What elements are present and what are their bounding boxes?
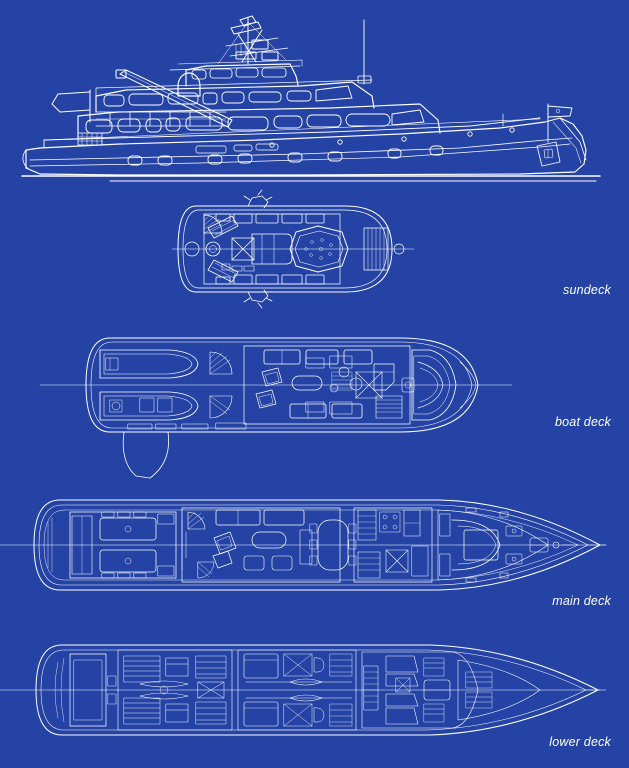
crew-area: [361, 651, 479, 729]
tender-starboard: [99, 391, 199, 421]
sun-loungers: [207, 215, 239, 283]
salon-windows: [85, 109, 425, 134]
radar-antenna-upper: [239, 15, 257, 27]
main-salon: [181, 507, 357, 583]
sundeck-lockers: [221, 263, 255, 272]
boat-deck-lounge: [243, 345, 411, 425]
hull-profile: [25, 117, 587, 176]
aft-deck-railing: [95, 111, 227, 127]
lazarette: [54, 653, 117, 727]
engine-room: [117, 649, 233, 731]
sundeck-table: [231, 237, 255, 261]
boat-deck-outline-inner: [90, 341, 473, 429]
boat-deck-aft-arc: [122, 431, 137, 477]
view-main-deck: [0, 499, 607, 591]
davit-starboard: [209, 395, 233, 419]
hull-portholes: [127, 127, 515, 166]
aft-cockpit: [47, 511, 177, 579]
lower-deck-outline-inner: [40, 649, 587, 731]
main-deck-house: [77, 103, 441, 139]
bow-stem-inner: [552, 121, 582, 164]
bow-flagstaff: [547, 103, 573, 143]
view-boat-deck: [39, 337, 513, 479]
view-sundeck: [171, 189, 415, 309]
sundeck-aft-stairs: [363, 227, 389, 271]
boat-deck-bow-fair: [459, 361, 477, 409]
boat-deck-aft-fittings: [127, 422, 247, 430]
ensign-flag-aft: [51, 89, 91, 123]
boat-deck-outline: [85, 337, 479, 433]
wheelhouse-windows: [103, 85, 353, 107]
lower-deck-outline: [35, 644, 599, 736]
sundeck-roof-edge: [169, 65, 301, 71]
sundeck-aft-marker: [184, 241, 200, 257]
sundeck-fwd-marker: [393, 243, 405, 255]
main-deck-bulwark: [43, 117, 541, 149]
radar-dome: [177, 72, 201, 97]
view-profile: [21, 15, 601, 182]
bow-stem: [559, 117, 587, 161]
anchor: [536, 141, 561, 167]
sundeck-settees: [215, 213, 325, 285]
guest-cabins: [237, 649, 357, 731]
deck-equipment: [195, 143, 279, 154]
galley: [353, 507, 433, 583]
mast-assembly: [217, 15, 289, 65]
davit-port: [209, 351, 233, 375]
sundeck-outline: [177, 205, 393, 293]
sundeck-overhang: [177, 59, 303, 67]
main-deck-outline-inner: [38, 504, 589, 586]
sunpad: [251, 233, 293, 265]
mast-light-box: [357, 75, 372, 84]
main-deck-outline: [33, 499, 601, 591]
boat-deck-rail: [95, 79, 373, 97]
foredeck: [465, 507, 579, 583]
boat-deck-aft-arc-end: [135, 475, 151, 479]
forepeak-store: [457, 659, 541, 721]
boat-deck-aft-arc2: [149, 431, 169, 479]
stern-curve: [22, 149, 37, 173]
main-deck-outline-inner2: [43, 509, 579, 581]
tender-port: [99, 349, 199, 379]
crane-davit: [115, 69, 233, 128]
sundeck-round-tables: [205, 241, 221, 257]
sundeck-outline-inner: [182, 209, 388, 289]
hull-guard-line: [29, 137, 573, 161]
wheelhouse: [305, 349, 457, 421]
sundeck-arch: [243, 189, 273, 309]
sundeck-house: [185, 63, 299, 87]
view-lower-deck: [0, 644, 607, 736]
wet-bar: [203, 214, 223, 234]
salon-aft-stair: [197, 561, 215, 579]
swim-platform-grate: [77, 132, 103, 146]
sundeck-windows: [191, 67, 287, 80]
bulwark-cap: [43, 118, 541, 141]
formal-dining: [309, 519, 357, 571]
